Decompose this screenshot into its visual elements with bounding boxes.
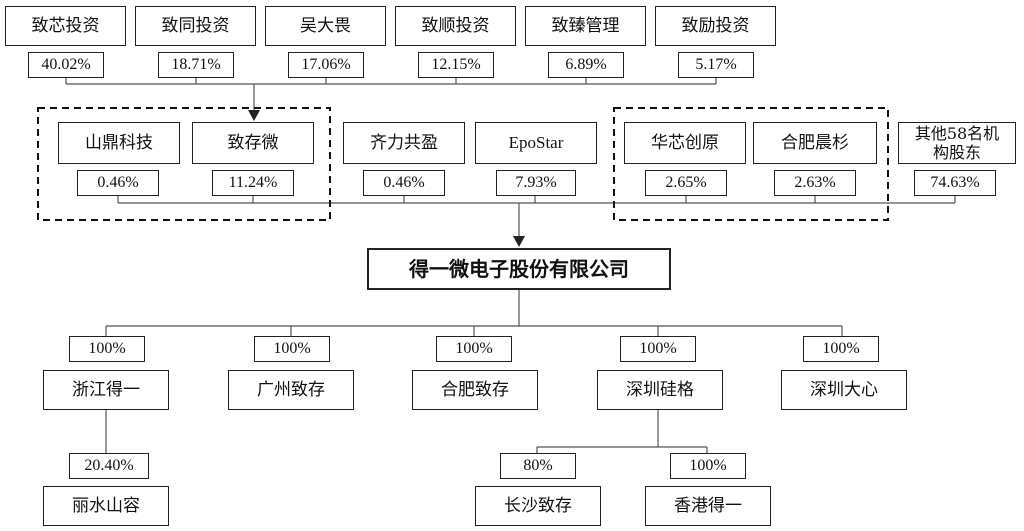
subsidiary-box: 长沙致存 <box>475 486 601 526</box>
shareholder-box: 山鼎科技 <box>58 122 180 164</box>
shareholding-pct: 2.63% <box>774 170 856 196</box>
shareholder-box: 华芯创原 <box>624 122 746 164</box>
shareholding-pct: 0.46% <box>77 170 159 196</box>
shareholder-box: 吴大畏 <box>265 6 386 46</box>
shareholder-box: EpoStar <box>475 122 597 164</box>
shareholding-pct: 80% <box>500 453 576 479</box>
main-company-box: 得一微电子股份有限公司 <box>367 248 671 290</box>
shareholding-pct: 7.93% <box>496 170 576 196</box>
shareholding-pct: 100% <box>670 453 746 479</box>
shareholding-pct: 100% <box>436 336 512 362</box>
shareholding-pct: 18.71% <box>158 52 234 78</box>
shareholding-pct: 74.63% <box>914 170 996 196</box>
subsidiary-box: 浙江得一 <box>43 370 169 410</box>
subsidiary-box: 广州致存 <box>228 370 354 410</box>
shareholding-pct: 12.15% <box>418 52 494 78</box>
shareholding-pct: 100% <box>620 336 696 362</box>
shareholder-box: 致励投资 <box>655 6 776 46</box>
shareholder-box: 致臻管理 <box>525 6 646 46</box>
shareholding-pct: 100% <box>254 336 330 362</box>
subsidiary-box: 深圳硅格 <box>597 370 723 410</box>
dashed-group-left <box>37 107 331 221</box>
subsidiary-box: 合肥致存 <box>412 370 538 410</box>
shareholding-pct: 0.46% <box>363 170 445 196</box>
shareholding-pct: 20.40% <box>69 453 149 479</box>
shareholding-pct: 100% <box>803 336 879 362</box>
shareholder-box: 致存微 <box>192 122 314 164</box>
subsidiary-box: 深圳大心 <box>781 370 907 410</box>
shareholder-box: 齐力共盈 <box>343 122 465 164</box>
shareholding-pct: 17.06% <box>288 52 364 78</box>
subsidiary-box: 丽水山容 <box>43 486 169 526</box>
dashed-group-right <box>613 107 889 221</box>
shareholder-box: 致顺投资 <box>395 6 516 46</box>
shareholder-box: 致同投资 <box>135 6 256 46</box>
shareholding-pct: 11.24% <box>212 170 294 196</box>
shareholding-pct: 40.02% <box>28 52 104 78</box>
shareholder-box: 致芯投资 <box>5 6 126 46</box>
shareholder-box: 其他58名机 构股东 <box>898 122 1016 164</box>
shareholder-box: 合肥晨杉 <box>753 122 877 164</box>
shareholding-pct: 100% <box>69 336 145 362</box>
shareholding-pct: 6.89% <box>548 52 624 78</box>
shareholding-pct: 2.65% <box>645 170 727 196</box>
shareholding-pct: 5.17% <box>678 52 754 78</box>
subsidiary-box: 香港得一 <box>645 486 771 526</box>
